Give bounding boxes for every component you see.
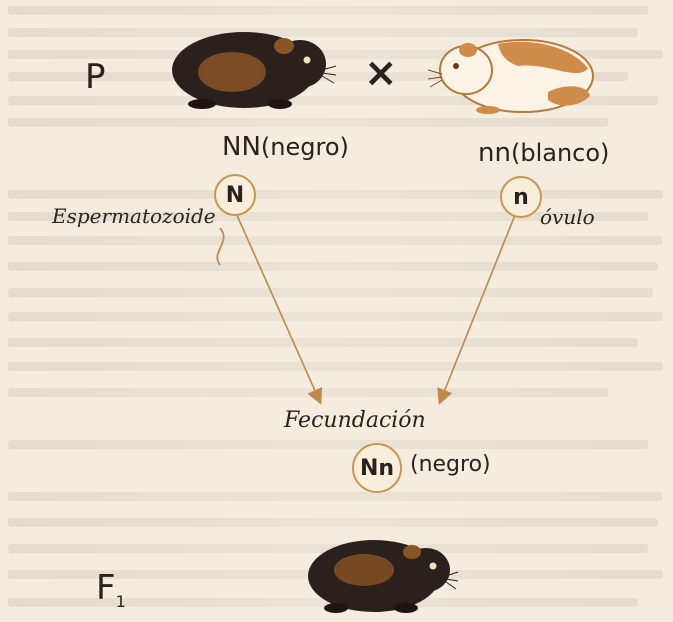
egg-arrow <box>440 215 515 402</box>
female-parent-phenotype: (blanco) <box>511 139 609 167</box>
female-parent-genotype-group: nn(blanco) <box>478 138 609 168</box>
male-parent-phenotype: (negro) <box>261 133 349 161</box>
sperm-arrow <box>217 213 320 402</box>
filial-letter: F <box>96 568 116 608</box>
sperm-label: Espermatozoide <box>52 204 216 228</box>
male-parent-genotype: NN <box>222 132 261 162</box>
zygote-genotype: Nn <box>360 456 394 481</box>
female-parent-genotype: nn <box>478 138 511 168</box>
female-gamete-allele: n <box>513 185 529 210</box>
female-gamete-circle: n <box>500 176 542 218</box>
male-gamete-circle: N <box>214 174 256 216</box>
offspring-black-guinea-pig-icon <box>300 520 460 616</box>
black-guinea-pig-icon <box>162 12 337 112</box>
cross-symbol: × <box>364 50 398 96</box>
egg-label: óvulo <box>540 205 595 229</box>
zygote-circle: Nn <box>352 443 402 493</box>
parental-generation-label: P <box>85 57 106 97</box>
fertilization-label: Fecundación <box>284 408 426 433</box>
male-gamete-allele: N <box>226 183 244 208</box>
zygote-phenotype: (negro) <box>410 452 491 477</box>
filial-subscript: 1 <box>116 592 126 611</box>
male-parent-genotype-group: NN(negro) <box>222 132 349 162</box>
filial-generation-label: F1 <box>96 568 126 611</box>
white-guinea-pig-icon <box>428 22 603 122</box>
